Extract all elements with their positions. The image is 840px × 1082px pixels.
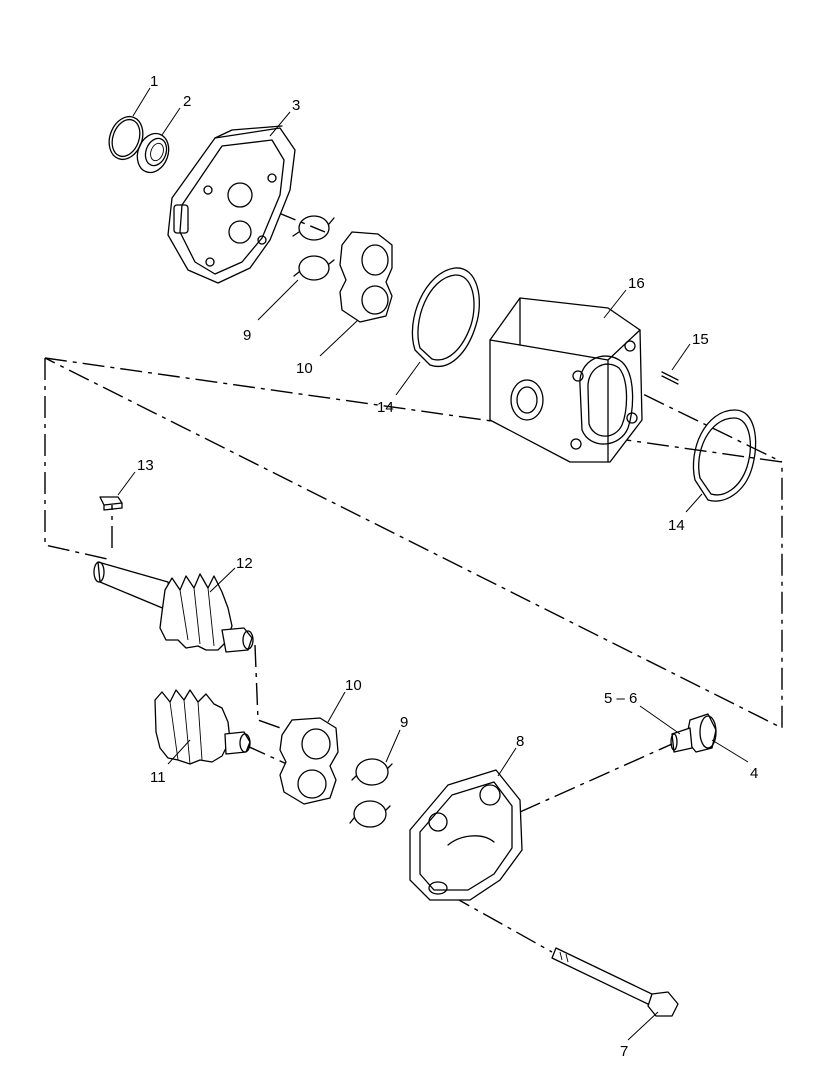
part-2-shaft-seal <box>136 132 170 174</box>
callout-3: 3 <box>292 97 300 114</box>
part-10-bearing-block-lower <box>279 717 339 805</box>
part-1-retaining-ring <box>108 115 144 161</box>
callout-13: 13 <box>137 457 154 474</box>
callout-12: 12 <box>236 555 253 572</box>
callout-7: 7 <box>620 1043 628 1060</box>
part-9-wear-plate-upper <box>292 215 335 281</box>
callout-5-6: 5 – 6 <box>604 690 637 707</box>
callout-9-upper: 9 <box>243 327 251 344</box>
callout-14-lower: 14 <box>668 517 685 534</box>
part-8-rear-cover <box>409 769 523 901</box>
callout-labels: 1 2 3 9 10 14 16 15 14 13 12 10 9 11 8 5… <box>137 73 758 1060</box>
part-11-driven-gear <box>154 689 251 765</box>
callout-9-lower: 9 <box>400 714 408 731</box>
part-4-relief-valve <box>670 713 717 753</box>
part-14-o-ring-lower <box>692 409 757 502</box>
part-16-pump-body <box>489 297 643 463</box>
callout-11: 11 <box>150 769 166 786</box>
part-14-o-ring-upper <box>411 267 480 368</box>
callout-1: 1 <box>150 73 158 90</box>
callout-4: 4 <box>750 765 758 782</box>
part-15-dowel-pin <box>661 371 679 385</box>
callout-2: 2 <box>183 93 191 110</box>
part-3-front-cover <box>167 125 296 284</box>
leader-lines <box>117 87 749 1041</box>
callout-10-lower: 10 <box>345 677 362 694</box>
callout-10-upper: 10 <box>296 360 313 377</box>
callout-16: 16 <box>628 275 645 292</box>
part-12-drive-gear-shaft <box>93 561 254 653</box>
part-13-shaft-key <box>99 496 123 511</box>
part-7-cap-screw <box>551 947 679 1017</box>
callout-8: 8 <box>516 733 524 750</box>
callout-15: 15 <box>692 331 709 348</box>
callout-14-upper: 14 <box>377 399 394 416</box>
part-9-wear-plate-lower <box>349 758 393 828</box>
part-10-bearing-block-upper <box>339 231 393 323</box>
